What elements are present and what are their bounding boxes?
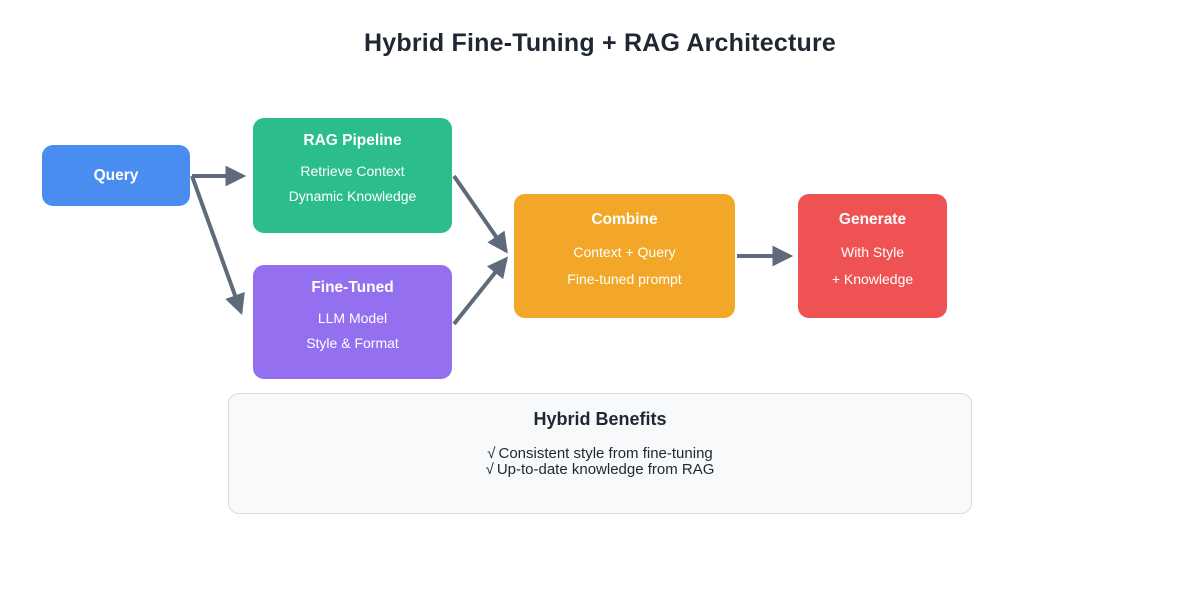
check-icon: √ — [485, 461, 494, 479]
node-generate[interactable]: Generate With Style + Knowledge — [798, 194, 947, 318]
node-generate-line-2: + Knowledge — [831, 271, 914, 288]
node-rag-pipeline-line-2: Dynamic Knowledge — [288, 188, 417, 205]
node-combine-title: Combine — [591, 211, 658, 228]
node-fine-tuned-title: Fine-Tuned — [311, 279, 394, 296]
benefit-item: √Consistent style from fine-tuning — [487, 444, 713, 463]
node-query[interactable]: Query — [42, 145, 190, 206]
node-generate-title: Generate — [838, 211, 907, 228]
node-combine-line-1: Context + Query — [573, 244, 676, 261]
arrow-rag-to-combine — [452, 174, 508, 254]
benefit-item-label: Consistent style from fine-tuning — [498, 444, 713, 462]
node-rag-pipeline-line-1: Retrieve Context — [300, 163, 405, 180]
benefit-item-label: Up-to-date knowledge from RAG — [496, 461, 715, 479]
check-icon: √ — [487, 444, 496, 462]
hybrid-benefits-title: Hybrid Benefits — [533, 409, 667, 429]
node-fine-tuned[interactable]: Fine-Tuned LLM Model Style & Format — [253, 265, 452, 379]
node-rag-pipeline[interactable]: RAG Pipeline Retrieve Context Dynamic Kn… — [253, 118, 452, 233]
hybrid-benefits-panel: Hybrid Benefits √Consistent style from f… — [228, 393, 972, 514]
arrow-finetuned-to-combine — [452, 256, 508, 326]
node-combine-line-2: Fine-tuned prompt — [567, 271, 682, 288]
page-title: Hybrid Fine-Tuning + RAG Architecture — [363, 29, 836, 57]
benefit-item: √Up-to-date knowledge from RAG — [486, 462, 715, 479]
node-fine-tuned-line-1: LLM Model — [317, 310, 388, 327]
node-rag-pipeline-title: RAG Pipeline — [303, 132, 402, 149]
node-generate-line-1: With Style — [840, 244, 904, 261]
node-query-title: Query — [93, 166, 139, 184]
node-combine[interactable]: Combine Context + Query Fine-tuned promp… — [514, 194, 735, 318]
arrow-query-to-finetuned — [190, 175, 245, 316]
node-fine-tuned-line-2: Style & Format — [306, 335, 399, 352]
